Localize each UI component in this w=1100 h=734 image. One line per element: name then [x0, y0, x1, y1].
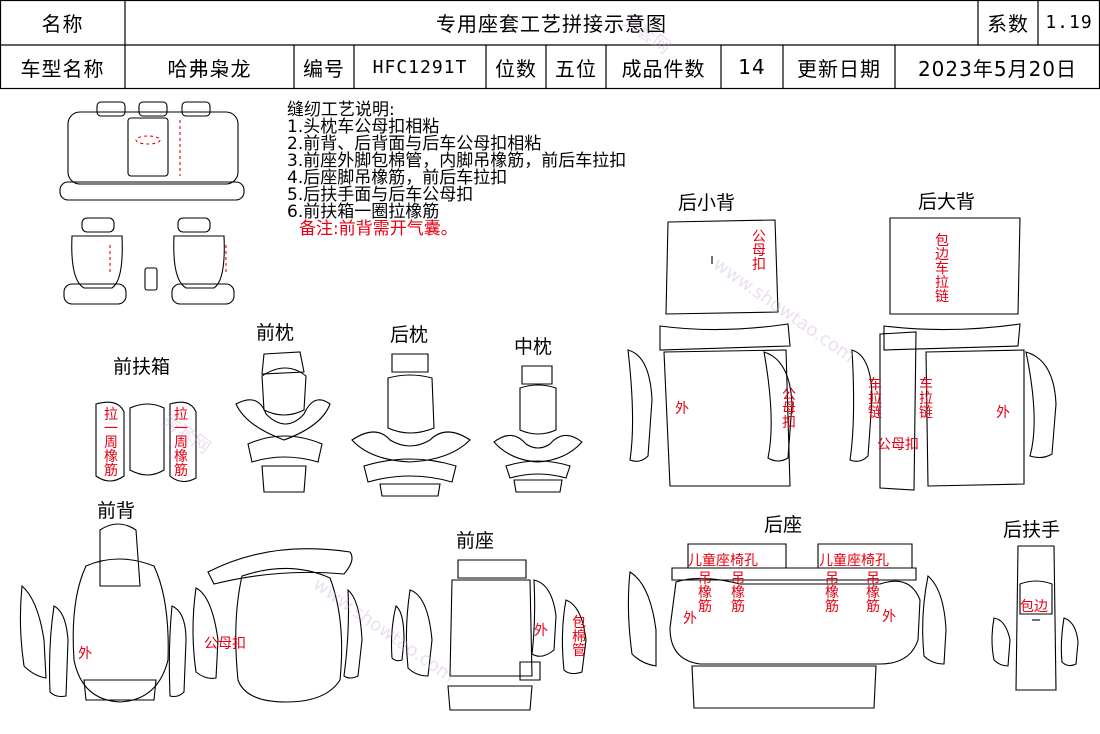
hang-elastic-annotation: 吊橡筋	[698, 571, 712, 615]
note-item: 5.后扶手面与后车公母扣	[287, 185, 474, 205]
coeff-value: 1.19	[1045, 12, 1093, 33]
outer-annotation: 外	[683, 611, 697, 627]
section-title-rear-seat: 后座	[764, 514, 803, 536]
model-value: 哈弗枭龙	[167, 56, 252, 81]
front-back-pieces	[19, 523, 363, 703]
diagram-title: 专用座套工艺拼接示意图	[436, 12, 667, 36]
outer-annotation: 外	[996, 405, 1010, 421]
sewing-notes: 缝纫工艺说明: 1.头枕车公母扣相粘 2.前背、后背面与后车公母扣相粘 3.前座…	[287, 102, 626, 238]
foam-tube-annotation: 包棉管	[572, 615, 586, 659]
snap-annotation: 公母扣	[752, 229, 766, 273]
section-title-rear-headrest: 后枕	[390, 324, 429, 346]
note-item: 2.前背、后背面与后车公母扣相粘	[287, 134, 542, 154]
zipper-annotation: 车拉链	[868, 377, 882, 421]
notes-remark: 备注:前背需开气囊。	[299, 219, 458, 239]
section-title-rear-armrest: 后扶手	[1003, 519, 1061, 541]
section-title-rear-big-back: 后大背	[918, 191, 976, 213]
rear-big-back-pieces	[849, 217, 1057, 491]
elastic-loop-annotation: 拉一周橡筋	[174, 407, 188, 479]
date-value: 2023年5月20日	[917, 56, 1078, 81]
rear-seat-pieces	[627, 543, 947, 709]
section-title-front-armbox: 前扶箱	[113, 356, 171, 378]
child-seat-hole-annotation: 儿童座椅孔	[819, 553, 889, 569]
elastic-loop-annotation: 拉一周橡筋	[104, 407, 118, 479]
seat-overview-sketch	[59, 101, 245, 305]
note-item: 3.前座外脚包棉管，内脚吊橡筋，前后车拉扣	[287, 151, 627, 171]
hang-elastic-annotation: 吊橡筋	[731, 571, 745, 615]
pieces-value: 14	[738, 55, 766, 79]
front-armbox-pieces	[95, 401, 197, 483]
note-item: 4.后座脚吊橡筋，前后车拉扣	[287, 168, 508, 188]
outer-annotation: 外	[78, 646, 92, 662]
pieces-label: 成品件数	[621, 56, 706, 81]
section-title-rear-small-back: 后小背	[678, 192, 736, 214]
snap-annotation: 公母扣	[782, 387, 796, 431]
seats-label: 位数	[495, 56, 537, 81]
snap-annotation: 公母扣	[877, 437, 919, 453]
zipper-annotation: 车拉链	[919, 377, 933, 421]
code-label: 编号	[303, 56, 345, 81]
section-title-front-headrest: 前枕	[256, 322, 295, 344]
code-value: HFC1291T	[372, 56, 468, 78]
rear-small-back-pieces	[627, 219, 793, 487]
middle-headrest-pieces	[493, 365, 583, 493]
outer-annotation: 外	[675, 401, 689, 417]
child-seat-hole-annotation: 儿童座椅孔	[688, 553, 758, 569]
section-title-middle-headrest: 中枕	[514, 336, 553, 358]
section-title-front-back: 前背	[97, 500, 136, 522]
rear-armrest-pieces	[991, 545, 1079, 691]
front-seat-pieces	[390, 559, 587, 711]
edge-zipper-annotation: 包边车拉链	[935, 233, 949, 305]
hang-elastic-annotation: 吊橡筋	[825, 571, 839, 615]
name-label: 名称	[41, 12, 84, 36]
front-headrest-pieces	[235, 351, 331, 493]
edge-wrap-annotation: 包边	[1020, 599, 1048, 615]
outer-annotation: 外	[882, 609, 896, 625]
rear-headrest-pieces	[351, 353, 471, 497]
note-item: 6.前扶箱一圈拉橡筋	[287, 202, 440, 222]
coeff-label: 系数	[987, 12, 1029, 36]
date-label: 更新日期	[797, 56, 881, 81]
snap-annotation: 公母扣	[204, 636, 246, 652]
hang-elastic-annotation: 吊橡筋	[866, 571, 880, 615]
notes-heading: 缝纫工艺说明:	[287, 100, 395, 120]
model-label: 车型名称	[20, 56, 105, 81]
seats-value: 五位	[555, 56, 597, 81]
note-item: 1.头枕车公母扣相粘	[287, 117, 440, 137]
outer-annotation: 外	[534, 623, 548, 639]
section-title-front-seat: 前座	[456, 530, 495, 552]
